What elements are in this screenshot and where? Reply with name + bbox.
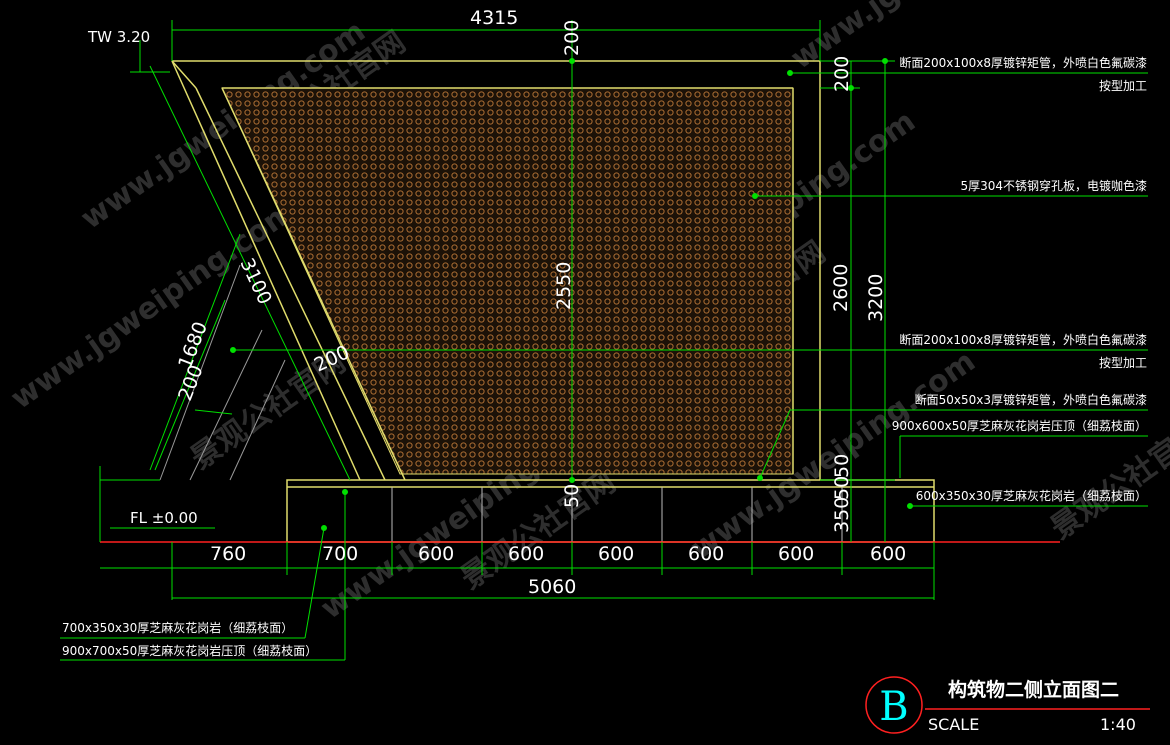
dim-bottom-seg: 600 bbox=[418, 543, 454, 565]
dim-right-top: 200 bbox=[831, 56, 853, 92]
note-text: 700x350x30厚芝麻灰花岗岩（细荔枝面） bbox=[62, 620, 293, 635]
dim-bottom-seg: 600 bbox=[598, 543, 634, 565]
dim-diag-small: 200 bbox=[174, 362, 208, 404]
scale-value: 1:40 bbox=[1100, 715, 1136, 734]
level-fl: FL ±0.00 bbox=[130, 509, 198, 527]
annotation-notes-left: 700x350x30厚芝麻灰花岗岩（细荔枝面） 900x700x50厚芝麻灰花岗… bbox=[62, 620, 317, 658]
dim-right-mid: 2600 bbox=[830, 264, 852, 312]
dim-right-lower: 50 bbox=[831, 454, 853, 478]
note-text: 断面200x100x8厚镀锌矩管，外喷白色氟碳漆 bbox=[899, 55, 1147, 70]
drawing-badge bbox=[865, 676, 923, 734]
scale-label: SCALE bbox=[928, 715, 979, 734]
dim-bottom-total: 5060 bbox=[528, 576, 576, 598]
dim-bottom-seg: 600 bbox=[508, 543, 544, 565]
paving-joints bbox=[391, 487, 843, 542]
dim-bottom-seg: 760 bbox=[210, 543, 246, 565]
annotation-notes-right: 断面200x100x8厚镀锌矩管，外喷白色氟碳漆 按型加工 5厚304不锈钢穿孔… bbox=[892, 55, 1147, 503]
drawing-title: 构筑物二侧立面图二 bbox=[948, 678, 1119, 701]
dim-top-total: 4315 bbox=[470, 7, 518, 29]
note-text: 断面50x50x3厚镀锌矩管，外喷白色氟碳漆 bbox=[915, 392, 1147, 407]
dim-base-gap: 50 bbox=[561, 484, 583, 508]
dim-right-lower: 350 bbox=[831, 497, 853, 533]
note-text: 断面200x100x8厚镀锌矩管，外喷白色氟碳漆 bbox=[899, 332, 1147, 347]
note-text: 900x600x50厚芝麻灰花岗岩压顶（细荔枝面） bbox=[892, 418, 1147, 433]
dim-diag-long: 3100 bbox=[235, 255, 275, 308]
dimension-labels: 4315 200 2550 50 200 2600 3200 50 350 50… bbox=[87, 7, 906, 598]
dim-bottom-seg: 600 bbox=[778, 543, 814, 565]
dim-panel-height: 2550 bbox=[553, 262, 575, 310]
note-text: 按型加工 bbox=[1099, 79, 1147, 93]
dim-bottom-seg: 600 bbox=[688, 543, 724, 565]
level-tw: TW 3.20 bbox=[87, 28, 150, 46]
note-text: 900x700x50厚芝麻灰花岗岩压顶（细荔枝面） bbox=[62, 643, 317, 658]
note-text: 按型加工 bbox=[1099, 356, 1147, 370]
support-lines bbox=[159, 264, 286, 481]
perforated-panel bbox=[221, 87, 794, 475]
dim-right-total: 3200 bbox=[865, 274, 887, 322]
leader-lines bbox=[60, 58, 1148, 661]
note-text: 5厚304不锈钢穿孔板，电镀咖色漆 bbox=[960, 178, 1147, 193]
note-text: 600x350x30厚芝麻灰花岗岩（细荔枝面） bbox=[916, 488, 1147, 503]
drawing-badge-letter: B bbox=[879, 684, 908, 730]
dim-right-lower: 50 bbox=[831, 476, 853, 500]
watermark-text: 景观公社官网 bbox=[1045, 415, 1170, 547]
dim-top-frame: 200 bbox=[561, 20, 583, 56]
title-block: B 构筑物二侧立面图二 SCALE 1:40 bbox=[865, 676, 1150, 734]
dim-bottom-seg: 600 bbox=[870, 543, 906, 565]
dim-bottom-seg: 700 bbox=[322, 543, 358, 565]
